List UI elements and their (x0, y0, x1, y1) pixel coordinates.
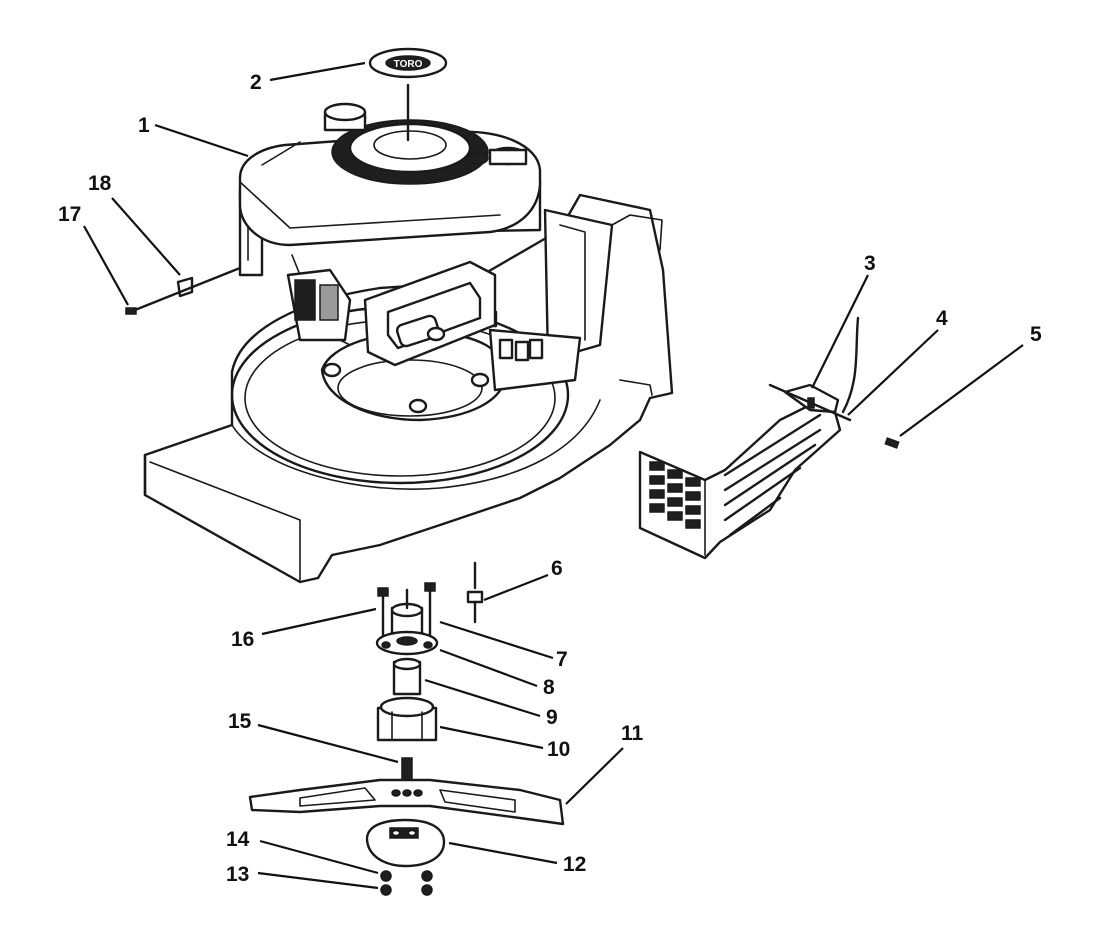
leader-2 (269, 61, 366, 82)
callout-6: 6 (551, 557, 563, 580)
decal-text: TORO (394, 59, 423, 70)
leader-14 (259, 839, 379, 875)
engine-decal: TORO (368, 47, 448, 79)
lock-washers (380, 870, 433, 882)
leader-13 (257, 871, 379, 890)
baffle-grille (649, 413, 822, 537)
leader-3 (811, 274, 869, 389)
callout-13: 13 (226, 863, 249, 886)
leader-6 (483, 573, 549, 602)
engine (238, 83, 542, 367)
callout-14: 14 (226, 828, 250, 851)
callout-16: 16 (231, 628, 254, 651)
callout-4: 4 (936, 307, 948, 330)
discharge-baffle (638, 316, 900, 560)
leader-9 (424, 678, 541, 718)
callout-18: 18 (88, 172, 112, 195)
nuts (380, 884, 433, 896)
callout-1: 1 (138, 114, 150, 137)
callout-2: 2 (250, 71, 262, 94)
callout-8: 8 (543, 676, 555, 699)
callout-9: 9 (546, 706, 558, 729)
leader-1 (154, 123, 249, 158)
callout-15: 15 (228, 710, 252, 733)
callout-17: 17 (58, 203, 81, 226)
leader-18 (111, 197, 181, 276)
leader-15 (257, 723, 399, 764)
leader-lines (83, 61, 1024, 890)
callout-5: 5 (1030, 323, 1042, 346)
blade-stiffener (365, 818, 446, 868)
callout-3: 3 (864, 252, 876, 275)
leader-10 (439, 725, 544, 750)
leader-17 (83, 225, 129, 306)
leader-4 (847, 329, 939, 416)
leader-7 (439, 620, 554, 660)
blade-drive-stack (375, 561, 484, 787)
leader-12 (448, 841, 558, 865)
mower-blade (248, 778, 565, 826)
callout-11: 11 (621, 722, 644, 745)
leader-5 (899, 344, 1024, 437)
leader-11 (565, 747, 624, 805)
callout-10: 10 (547, 738, 570, 761)
callout-7: 7 (556, 648, 568, 671)
clip-and-screw (125, 266, 242, 315)
leader-8 (439, 648, 538, 688)
callout-labels: 1 2 3 4 5 6 7 8 9 10 11 12 13 14 15 16 1… (58, 71, 1042, 886)
leader-16 (261, 607, 377, 636)
callout-12: 12 (563, 853, 586, 876)
mower-deck (143, 193, 674, 584)
